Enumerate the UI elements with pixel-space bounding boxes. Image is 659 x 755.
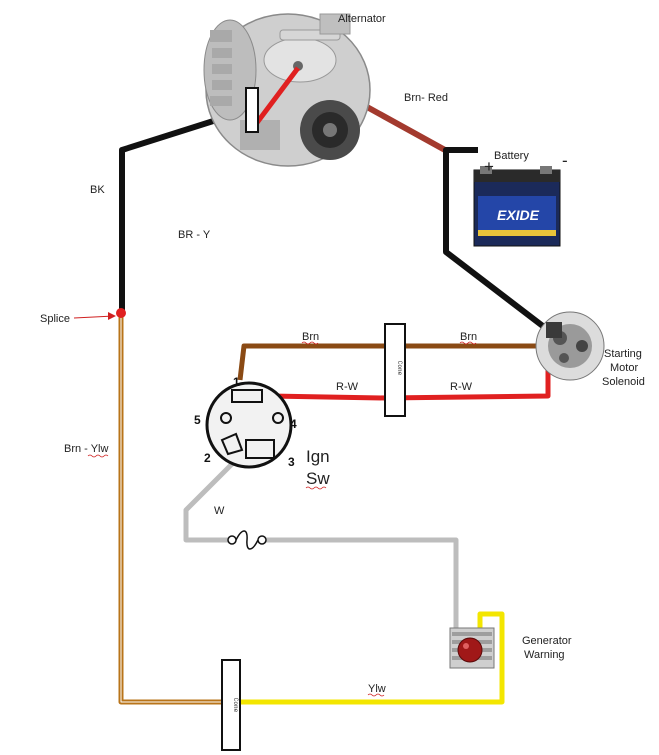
label-brn-red: Brn- Red xyxy=(404,92,448,104)
label-brn-left-underline xyxy=(301,341,319,345)
label-battery-minus: - xyxy=(562,151,568,170)
label-gen-1: Generator xyxy=(522,635,572,647)
label-rw-left: R-W xyxy=(336,381,359,393)
label-brn-right-underline xyxy=(459,341,477,345)
label-brn-ylw: Brn - Ylw xyxy=(64,443,108,455)
label-battery: Battery xyxy=(494,150,529,162)
label-battery-plus: + xyxy=(484,157,494,176)
label-pin-3: 3 xyxy=(288,455,295,469)
label-starter-3: Solenoid xyxy=(602,376,645,388)
label-sw: Sw xyxy=(306,469,330,488)
fuse-icon xyxy=(227,530,267,550)
label-sw-underline xyxy=(305,486,327,490)
battery-brand: EXIDE xyxy=(497,207,540,223)
label-br-y: BR - Y xyxy=(178,229,211,241)
label-starter-1: Starting xyxy=(604,348,642,360)
label-pin-2: 2 xyxy=(204,451,211,465)
label-pin-4: 4 xyxy=(290,417,297,431)
label-ylw: Ylw xyxy=(368,683,386,695)
label-starter-2: Motor xyxy=(610,362,638,374)
label-bk: BK xyxy=(90,184,105,196)
label-gen-2: Warning xyxy=(524,649,565,661)
splice-dot xyxy=(116,308,126,318)
brown-wire xyxy=(237,343,548,381)
connector-top-label: Cone xyxy=(396,361,403,376)
alternator-red-lead xyxy=(254,66,300,126)
battery-icon: EXIDE xyxy=(473,166,561,247)
brown-yellow-wire xyxy=(118,316,222,705)
label-ign: Ign xyxy=(306,447,330,466)
connector-bottom-label: Cone xyxy=(232,698,239,713)
label-pin-1: 1 xyxy=(233,375,240,389)
label-brn-ylw-underline xyxy=(87,454,109,458)
alternator-plug xyxy=(245,87,259,133)
label-ylw-underline xyxy=(367,693,385,697)
yellow-wire xyxy=(240,611,505,705)
black-wire-bk xyxy=(119,107,249,312)
label-pin-5: 5 xyxy=(194,413,201,427)
gray-wire-lamp xyxy=(262,537,459,630)
black-wire-battery-solenoid-b xyxy=(443,147,550,333)
inline-connector-bottom: Cone xyxy=(221,659,241,751)
ignition-switch-icon xyxy=(205,381,293,469)
label-rw-right: R-W xyxy=(450,381,473,393)
alternator-icon xyxy=(203,13,371,167)
label-brn-left: Brn xyxy=(302,331,319,343)
label-brn-right: Brn xyxy=(460,331,477,343)
splice-arrow xyxy=(73,315,115,319)
label-alternator: Alternator xyxy=(338,13,386,25)
brown-yellow-wire-core xyxy=(120,316,222,703)
label-splice: Splice xyxy=(40,313,70,325)
solenoid-icon xyxy=(535,311,605,381)
inline-connector-top: Cone xyxy=(384,323,406,417)
label-w: W xyxy=(214,505,225,517)
splice-arrow-head xyxy=(108,312,116,320)
warning-lamp-icon xyxy=(449,627,495,669)
